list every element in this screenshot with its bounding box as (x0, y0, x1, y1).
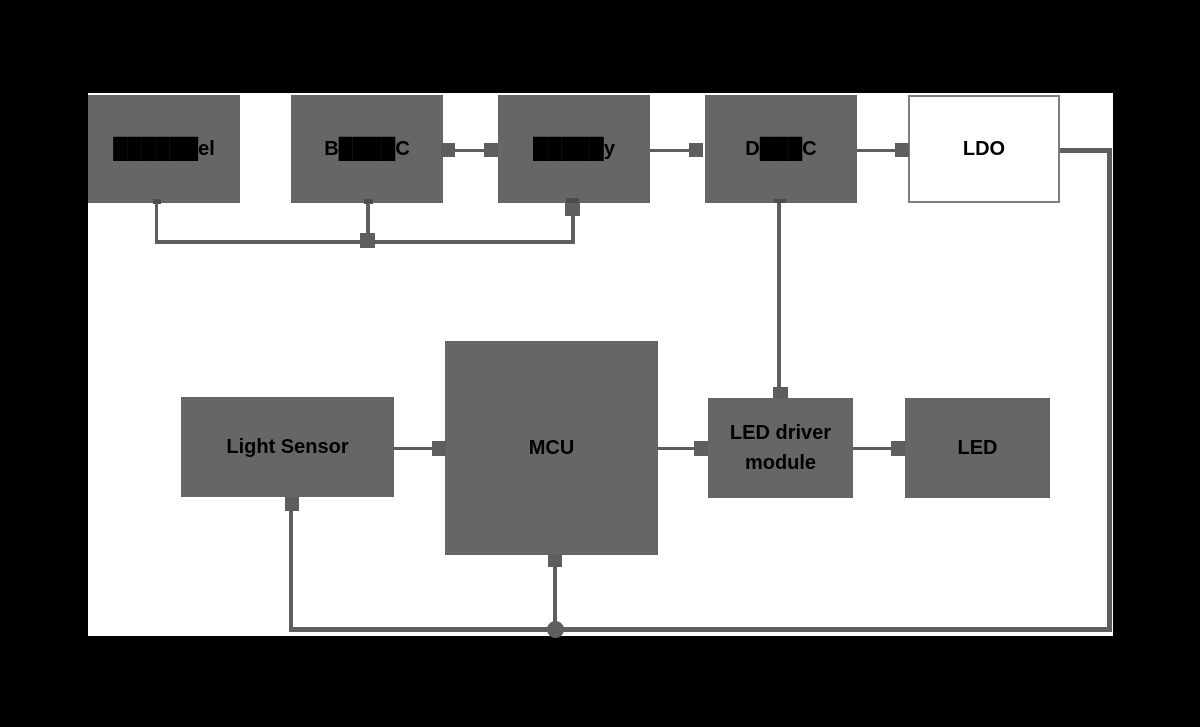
node-led-driver-module: LED driver module (708, 398, 853, 498)
node-panel: ██████el (88, 95, 240, 203)
node-dc-dc: D███C (705, 95, 857, 203)
pin-tick-dc-dc-bottom (774, 199, 786, 203)
edge-b-ic-to-battery (455, 149, 485, 152)
edge-dc-dc-to-led-driver (777, 203, 781, 389)
pin-tab-dc-dc-left (689, 143, 703, 157)
edge-mcu-down (553, 566, 557, 628)
node-led: LED (905, 398, 1050, 498)
edge-battery-to-dc-dc (650, 149, 690, 152)
edge-b-ic-down (366, 203, 370, 234)
edge-rail-bottom (289, 627, 1112, 632)
node-battery: █████y (498, 95, 650, 203)
edge-led-driver-to-led (853, 447, 893, 450)
node-ldo-label: LDO (962, 138, 1006, 160)
node-mcu: MCU (445, 341, 658, 555)
node-battery-label: █████y (533, 138, 615, 160)
edge-battery-down (571, 215, 575, 242)
pin-tab-ldo-left (895, 143, 909, 157)
node-b-ic: B████C (291, 95, 443, 203)
pin-tab-led-left (891, 441, 905, 456)
pin-tab-b-ic-right (441, 143, 455, 157)
edge-panel-down (155, 203, 158, 241)
edge-mcu-to-led-driver (658, 447, 696, 450)
node-panel-label: ██████el (113, 138, 215, 160)
edge-light-sensor-to-mcu (394, 447, 434, 450)
pin-tab-mcu-left (432, 441, 446, 456)
pin-tick-b-ic-bottom (364, 199, 373, 204)
pin-tab-led-driver-left (694, 441, 708, 456)
node-b-ic-label: B████C (324, 138, 410, 160)
node-led-driver-module-label: LED driver module (729, 422, 832, 474)
pin-tab-light-sensor-bottom (285, 497, 299, 511)
pin-tab-battery-bottom (565, 203, 580, 216)
pin-tab-battery-left (484, 143, 498, 157)
edge-rail-right (1107, 148, 1112, 632)
node-mcu-label: MCU (528, 437, 575, 459)
pin-tab-bus-under-b-ic (360, 233, 375, 248)
node-light-sensor: Light Sensor (181, 397, 394, 497)
edge-light-sensor-down (289, 510, 293, 632)
pin-tick-panel-bottom (153, 199, 161, 204)
node-light-sensor-label: Light Sensor (226, 436, 349, 458)
node-ldo: LDO (908, 95, 1060, 203)
node-led-label: LED (957, 437, 998, 459)
pin-tab-led-driver-top (773, 387, 788, 399)
node-dc-dc-label: D███C (745, 138, 817, 160)
edge-ldo-output (1060, 148, 1112, 153)
pin-tab-mcu-bottom (548, 554, 562, 567)
edge-dc-dc-to-ldo (857, 149, 897, 152)
junction-dot (547, 621, 564, 638)
pin-tick-battery-bottom (566, 198, 579, 203)
